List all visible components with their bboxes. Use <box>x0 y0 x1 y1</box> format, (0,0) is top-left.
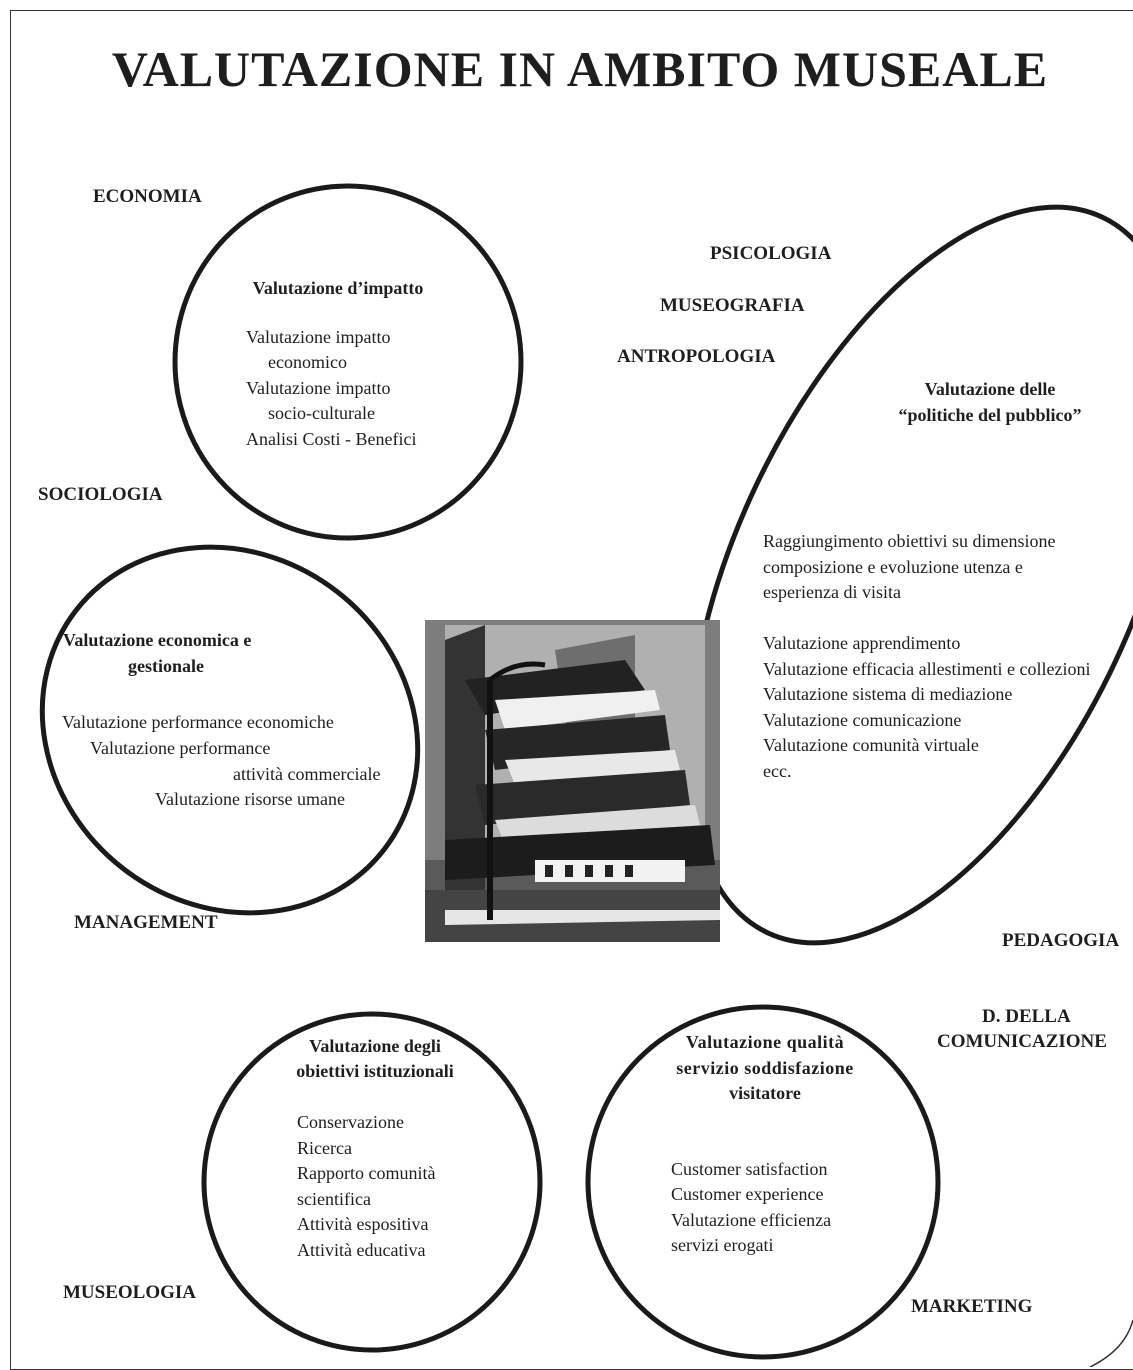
pubblico-item: ecc. <box>763 761 792 781</box>
qualita-heading-line3: visitatore <box>729 1083 801 1103</box>
museum-building-image <box>425 620 720 942</box>
impatto-item: economico <box>268 352 347 372</box>
istituzionali-item: Rapporto comunità <box>297 1163 436 1183</box>
istituzionali-circle <box>201 1011 543 1353</box>
impatto-circle <box>172 183 524 541</box>
discipline-management: MANAGEMENT <box>74 912 218 933</box>
qualita-heading-line1: Valutazione qualità <box>685 1032 845 1052</box>
istituzionali-item: Attività espositiva <box>297 1214 429 1234</box>
istituzionali-heading-line1: Valutazione degli <box>309 1036 441 1056</box>
pubblico-item: Raggiungimento obiettivi su dimensione <box>763 531 1056 551</box>
pubblico-item: Valutazione efficacia allestimenti e col… <box>763 659 1091 679</box>
pubblico-item: Valutazione sistema di mediazione <box>763 684 1013 704</box>
page-title: VALUTAZIONE IN AMBITO MUSEALE <box>111 41 1049 97</box>
pubblico-item: Valutazione comunicazione <box>763 710 962 730</box>
istituzionali-heading-line2: obiettivi istituzionali <box>296 1061 454 1081</box>
discipline-museografia: MUSEOGRAFIA <box>660 295 805 316</box>
pubblico-item: esperienza di visita <box>763 582 901 602</box>
pubblico-item: Valutazione comunità virtuale <box>763 735 979 755</box>
discipline-psicologia: PSICOLOGIA <box>710 243 832 264</box>
economica-ellipse <box>39 544 421 916</box>
discipline-comunicazione-line1: D. DELLA <box>982 1006 1071 1027</box>
qualita-heading-line2: servizio soddisfazione <box>676 1058 854 1078</box>
discipline-museologia: MUSEOLOGIA <box>63 1282 197 1303</box>
qualita-item: Customer satisfaction <box>671 1159 828 1179</box>
discipline-antropologia: ANTROPOLOGIA <box>617 346 776 367</box>
istituzionali-item: Attività educativa <box>297 1240 426 1260</box>
economica-item: attività commerciale <box>233 764 381 784</box>
economica-heading-line1: Valutazione economica e <box>63 630 252 650</box>
corner-curl <box>1089 1319 1133 1367</box>
pubblico-heading-line2: “politiche del pubblico” <box>898 405 1082 425</box>
istituzionali-item: Ricerca <box>297 1138 352 1158</box>
economica-heading-line2: gestionale <box>128 656 204 676</box>
economica-item: Valutazione performance <box>90 738 271 758</box>
pubblico-ellipse <box>686 204 1133 946</box>
pubblico-heading-line1: Valutazione delle <box>924 379 1056 399</box>
istituzionali-item: scientifica <box>297 1189 371 1209</box>
pubblico-item: Valutazione apprendimento <box>763 633 961 653</box>
economica-item: Valutazione performance economiche <box>62 712 334 732</box>
impatto-item: Valutazione impatto <box>246 327 391 347</box>
qualita-item: Customer experience <box>671 1184 824 1204</box>
qualita-item: Valutazione efficienza <box>671 1210 832 1230</box>
impatto-heading: Valutazione d’impatto <box>252 278 424 298</box>
discipline-sociologia: SOCIOLOGIA <box>38 484 163 505</box>
discipline-pedagogia: PEDAGOGIA <box>1002 930 1120 951</box>
impatto-item: Valutazione impatto <box>246 378 391 398</box>
economica-item: Valutazione risorse umane <box>155 789 345 809</box>
pubblico-item: composizione e evoluzione utenza e <box>763 557 1023 577</box>
istituzionali-item: Conservazione <box>297 1112 404 1132</box>
discipline-economia: ECONOMIA <box>93 186 202 207</box>
impatto-item: socio-culturale <box>268 403 375 423</box>
qualita-item: servizi erogati <box>671 1235 774 1255</box>
qualita-circle <box>585 1004 941 1360</box>
discipline-marketing: MARKETING <box>911 1296 1033 1317</box>
discipline-comunicazione-line2: COMUNICAZIONE <box>937 1031 1107 1052</box>
impatto-item: Analisi Costi - Benefici <box>246 429 417 449</box>
